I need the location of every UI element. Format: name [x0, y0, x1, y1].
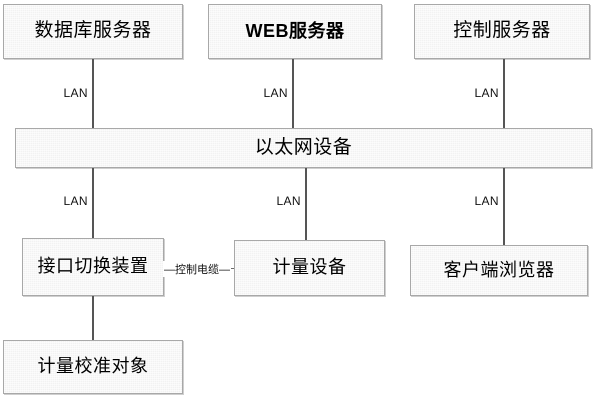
- edge-label-lan-web: LAN: [263, 86, 288, 100]
- connector-ethernet-to-interface-switch: [92, 168, 94, 238]
- connector-control-to-ethernet: [503, 59, 505, 129]
- node-ethernet-device[interactable]: 以太网设备: [15, 128, 592, 168]
- connector-ethernet-to-client-browser: [503, 168, 505, 245]
- node-ethernet-device-label: 以太网设备: [254, 136, 353, 158]
- connector-database-to-ethernet: [92, 59, 94, 129]
- node-database-server[interactable]: 数据库服务器: [3, 4, 183, 59]
- node-control-server[interactable]: 控制服务器: [414, 4, 590, 59]
- node-interface-switch-label: 接口切换装置: [37, 256, 149, 277]
- connector-interface-switch-to-calibration-object: [92, 296, 94, 340]
- edge-label-lan-client-browser: LAN: [474, 194, 499, 208]
- node-database-server-label: 数据库服务器: [34, 20, 152, 42]
- edge-label-control-cable: —控制电缆—: [163, 261, 231, 277]
- node-client-browser[interactable]: 客户端浏览器: [410, 245, 588, 296]
- node-web-server-label: WEB服务器: [245, 20, 345, 41]
- node-interface-switch[interactable]: 接口切换装置: [22, 238, 164, 296]
- edge-label-lan-interface-switch: LAN: [63, 194, 88, 208]
- connector-web-to-ethernet: [292, 59, 294, 129]
- node-metering-device-label: 计量设备: [272, 257, 347, 278]
- node-metering-device[interactable]: 计量设备: [234, 240, 385, 296]
- edge-label-lan-control: LAN: [474, 86, 499, 100]
- connector-ethernet-to-metering-device: [305, 168, 307, 240]
- node-calibration-object-label: 计量校准对象: [37, 356, 149, 377]
- edge-label-lan-metering-device: LAN: [276, 194, 301, 208]
- node-calibration-object[interactable]: 计量校准对象: [3, 340, 183, 394]
- node-client-browser-label: 客户端浏览器: [443, 259, 555, 280]
- node-web-server[interactable]: WEB服务器: [208, 4, 382, 59]
- edge-label-lan-database: LAN: [63, 86, 88, 100]
- node-control-server-label: 控制服务器: [453, 20, 551, 42]
